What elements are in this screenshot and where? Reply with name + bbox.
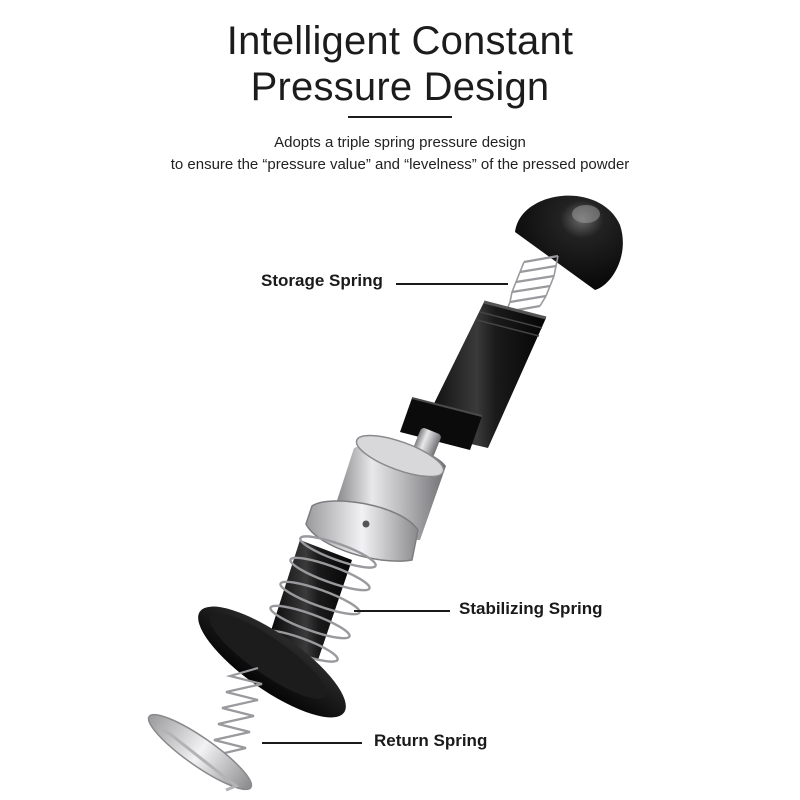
label-storage-spring: Storage Spring xyxy=(261,271,383,290)
knob-cap xyxy=(515,195,623,290)
title-line-2: Pressure Design xyxy=(250,65,550,109)
page-title: Intelligent Constant Pressure Design xyxy=(0,18,800,110)
label-stabilizing-spring: Stabilizing Spring xyxy=(459,599,603,618)
leader-stabilizing-spring xyxy=(354,610,450,612)
title-divider xyxy=(348,116,452,118)
metal-body xyxy=(305,434,446,562)
leader-return-spring xyxy=(262,742,362,744)
return-spring xyxy=(211,666,263,758)
subtitle-line-2: to ensure the “pressure value” and “leve… xyxy=(170,156,630,173)
black-disc xyxy=(198,606,346,718)
label-return-spring: Return Spring xyxy=(374,731,488,750)
title-line-1: Intelligent Constant xyxy=(226,19,574,63)
subtitle-line-1: Adopts a triple spring pressure design xyxy=(274,134,526,151)
leader-storage-spring xyxy=(396,283,508,285)
storage-spring xyxy=(505,254,559,314)
base-plate xyxy=(147,713,253,792)
threaded-tube xyxy=(400,300,547,450)
subtitle: Adopts a triple spring pressure design t… xyxy=(0,132,800,176)
